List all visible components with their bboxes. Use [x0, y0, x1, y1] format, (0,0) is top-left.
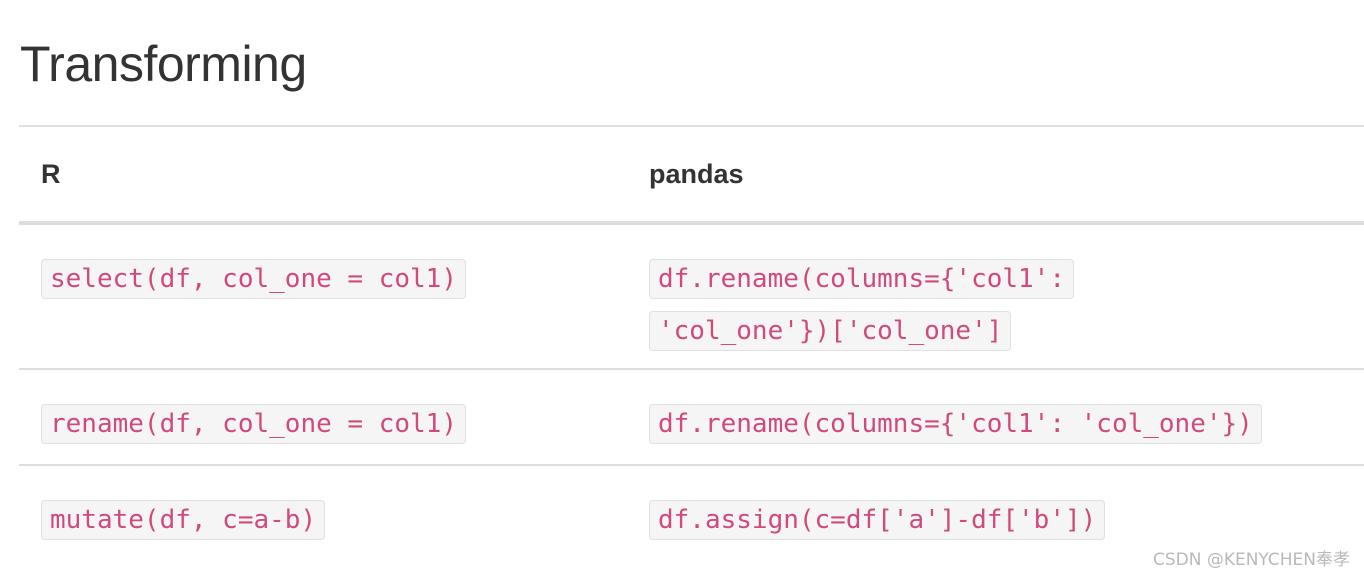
pandas-code-rename: df.rename(columns={'col1': 'col_one'})	[649, 404, 1262, 444]
table-row: mutate(df, c=a-b) df.assign(c=df['a']-df…	[19, 465, 1364, 566]
column-header-pandas: pandas	[627, 125, 1364, 225]
pandas-cell: df.rename(columns={'col1': 'col_one'})['…	[627, 223, 1364, 370]
pandas-cell: df.assign(c=df['a']-df['b'])	[627, 465, 1364, 566]
r-code-rename: rename(df, col_one = col1)	[41, 404, 466, 444]
pandas-code-rename-select: df.rename(columns={'col1': 'col_one'})['…	[649, 259, 1074, 351]
pandas-cell: df.rename(columns={'col1': 'col_one'})	[627, 369, 1364, 466]
table-row: select(df, col_one = col1) df.rename(col…	[19, 223, 1364, 370]
table-header-row: R pandas	[19, 125, 1364, 225]
r-code-mutate: mutate(df, c=a-b)	[41, 500, 326, 540]
r-cell: select(df, col_one = col1)	[19, 223, 627, 370]
watermark: CSDN @KENYCHEN奉孝	[1152, 550, 1350, 570]
r-cell: mutate(df, c=a-b)	[19, 465, 627, 566]
table-row: rename(df, col_one = col1) df.rename(col…	[19, 369, 1364, 466]
r-cell: rename(df, col_one = col1)	[19, 369, 627, 466]
column-header-r: R	[19, 125, 627, 225]
page-title: Transforming	[20, 36, 307, 92]
r-code-select: select(df, col_one = col1)	[41, 259, 466, 299]
pandas-code-assign: df.assign(c=df['a']-df['b'])	[649, 500, 1106, 540]
comparison-table: R pandas select(df, col_one = col1) df.r…	[19, 125, 1364, 566]
